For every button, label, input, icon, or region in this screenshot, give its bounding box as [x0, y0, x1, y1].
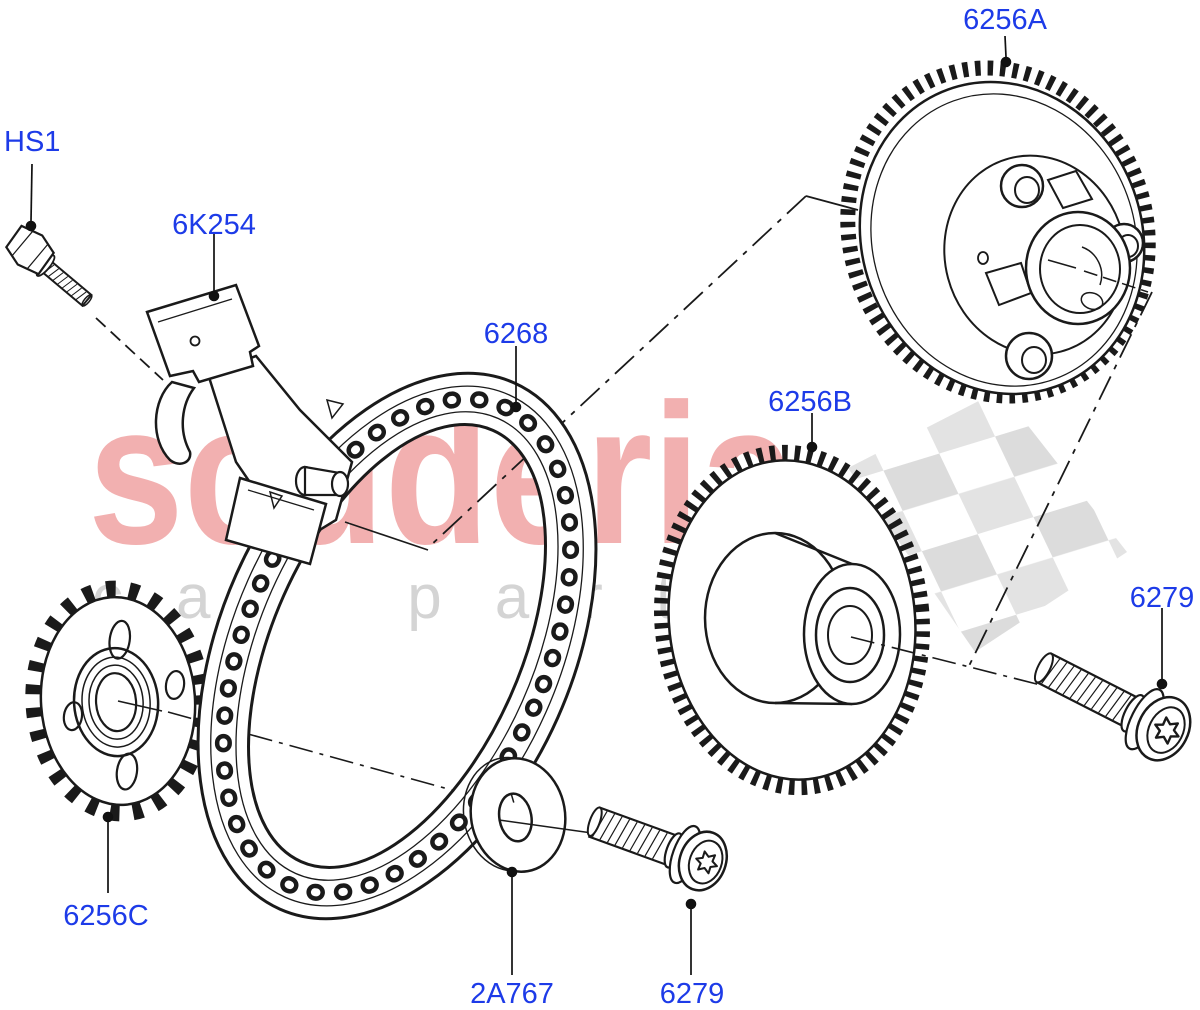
- axis-washer-bolt: [498, 819, 593, 834]
- part-label-6279-bottom[interactable]: 6279: [659, 978, 725, 1010]
- construction-lines-back: [95, 195, 1153, 669]
- part-label-2a767[interactable]: 2A767: [470, 978, 554, 1010]
- idler-gear-drawing: [654, 444, 930, 796]
- vct-gear-drawing: [840, 60, 1156, 404]
- bolt-right-drawing: [1033, 652, 1192, 762]
- hs1-bolt-drawing: [4, 224, 93, 308]
- washer-drawing: [462, 756, 567, 873]
- part-label-hs1[interactable]: HS1: [4, 126, 61, 158]
- part-label-6279-right[interactable]: 6279: [1129, 582, 1195, 614]
- part-label-6256a[interactable]: 6256A: [963, 4, 1047, 36]
- part-label-6k254[interactable]: 6K254: [172, 209, 256, 241]
- part-label-6256c[interactable]: 6256C: [63, 900, 149, 932]
- leader-lines: [25, 35, 1168, 975]
- bolt-bottom-drawing: [586, 806, 728, 892]
- chain-tensioner-drawing: [145, 283, 429, 566]
- part-label-6256b[interactable]: 6256B: [768, 386, 852, 418]
- checkered-flag-watermark: [848, 390, 1127, 652]
- part-label-6268[interactable]: 6268: [483, 318, 549, 350]
